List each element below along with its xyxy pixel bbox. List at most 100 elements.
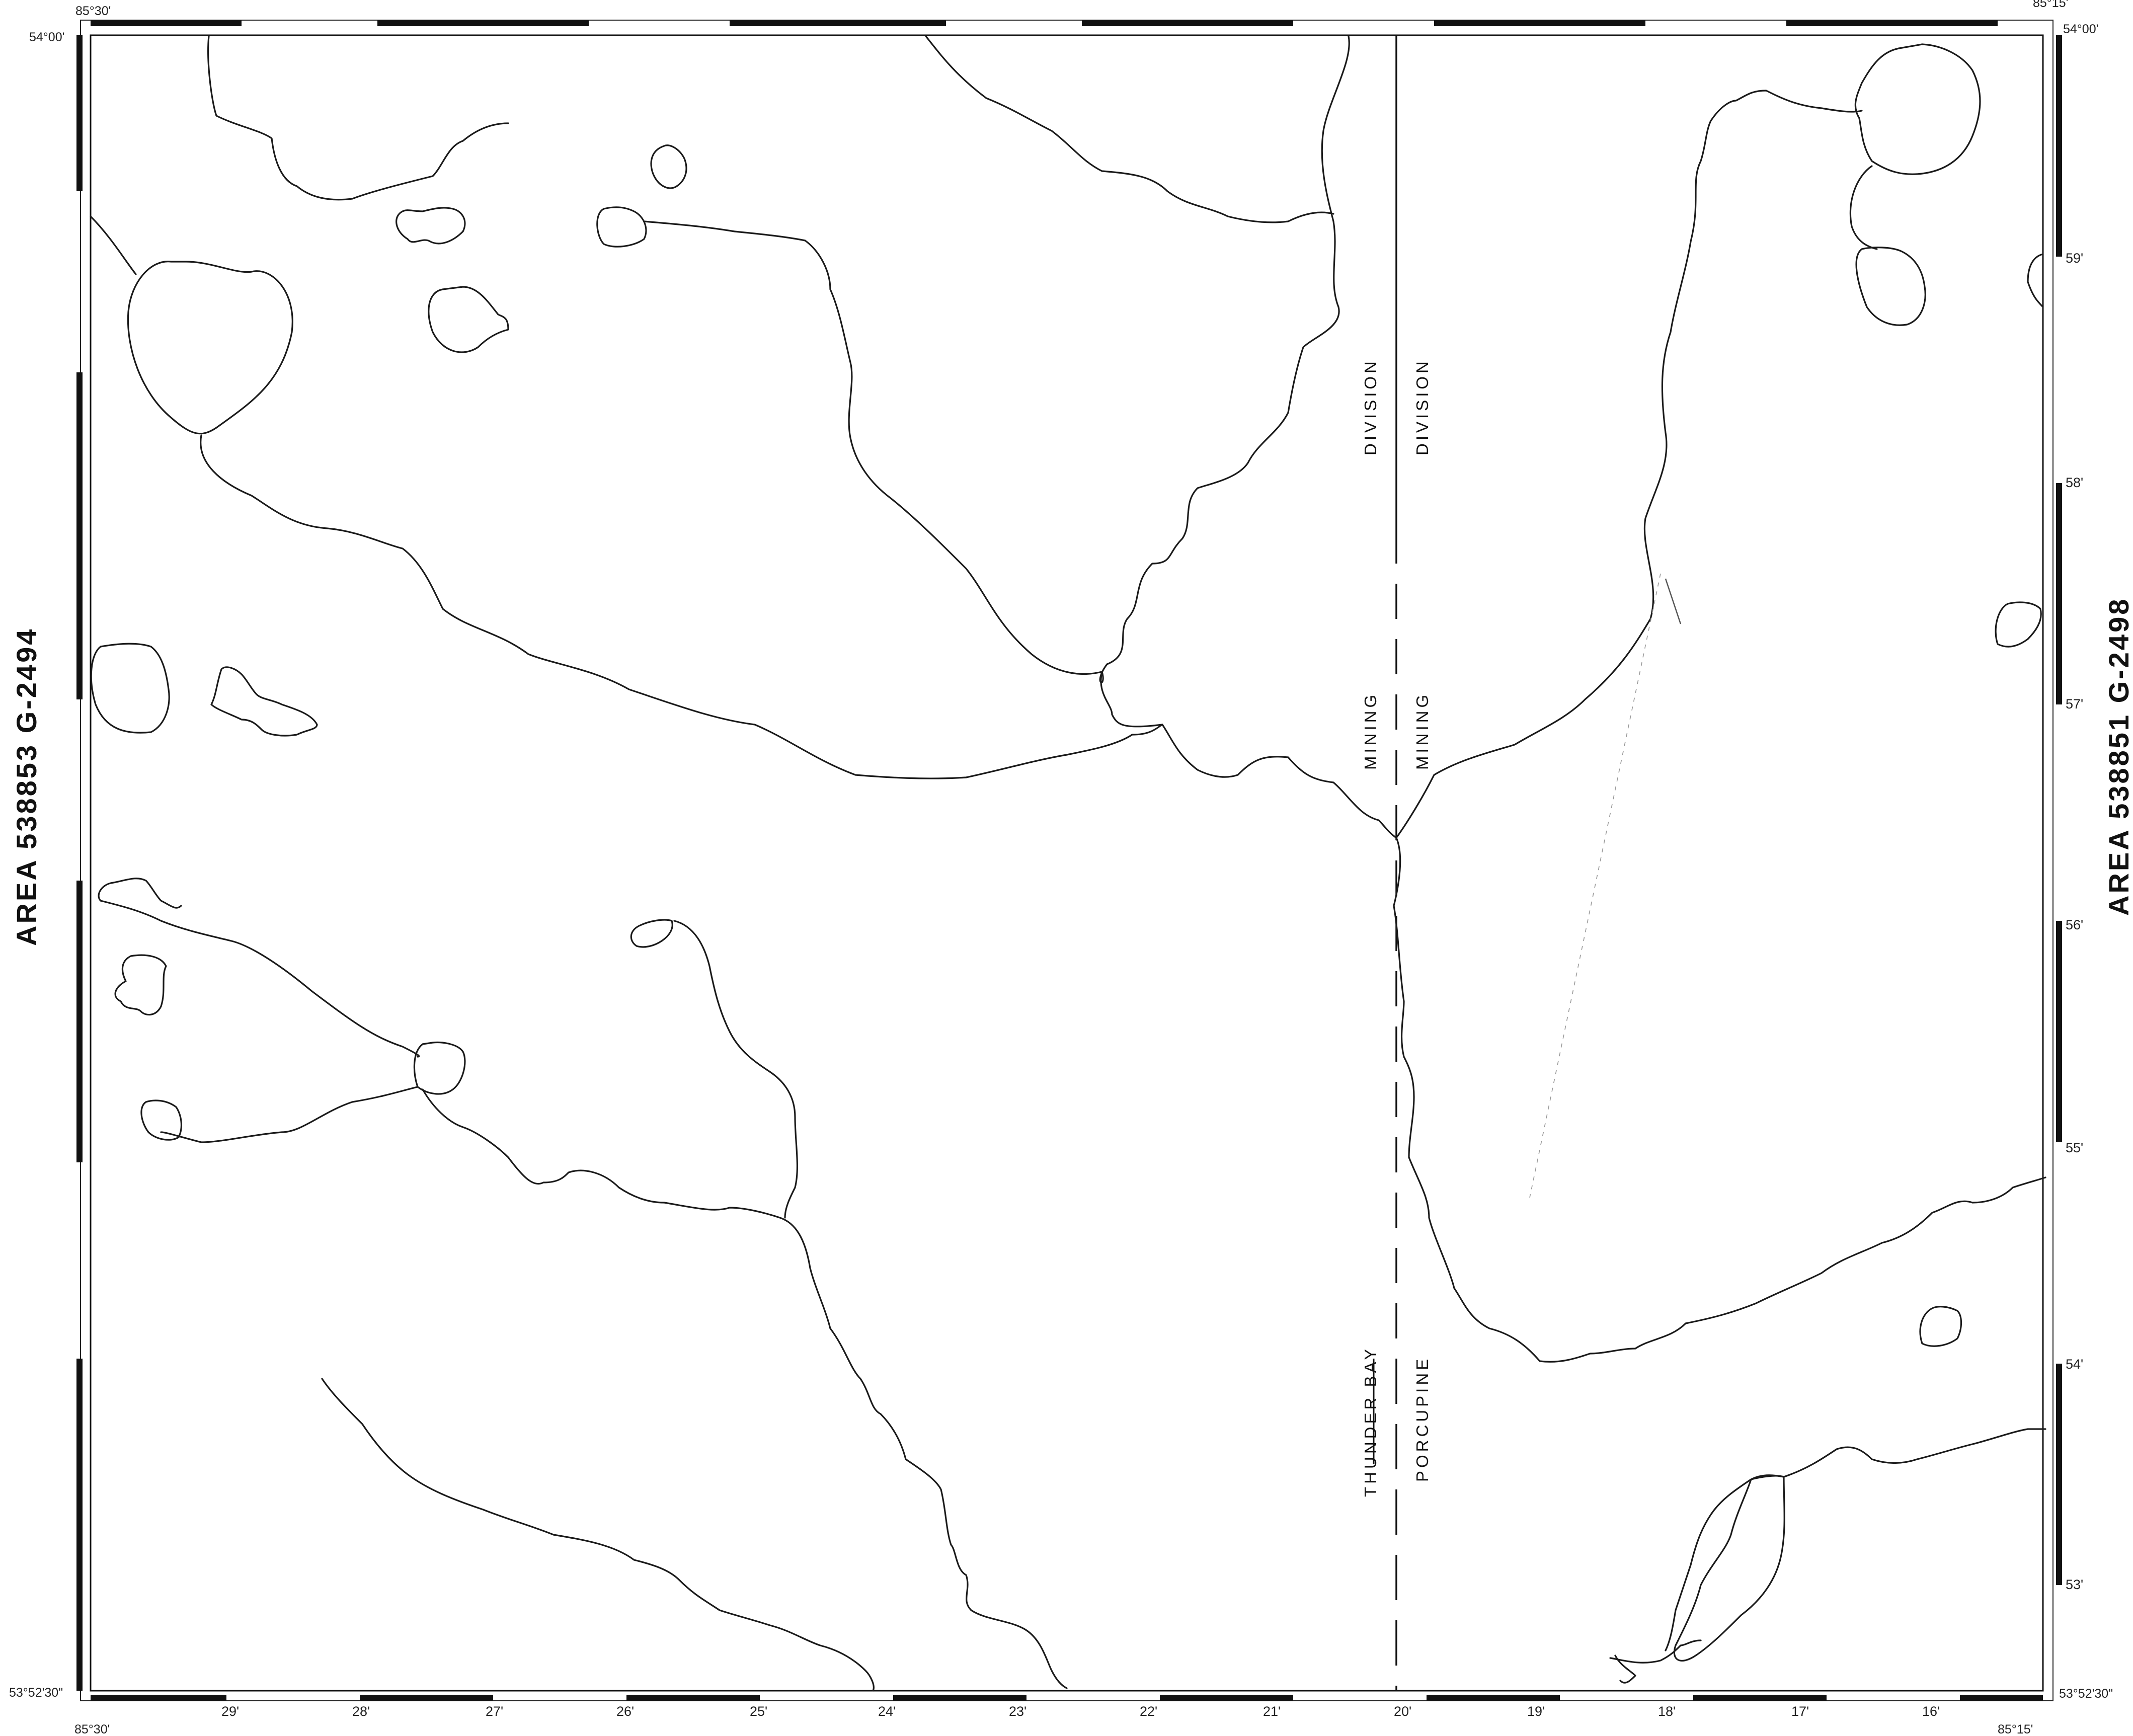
- scale-bar-bottom: [91, 1695, 226, 1701]
- scale-bar-bottom: [893, 1695, 1026, 1701]
- bottom-right-latitude: 53°52'30": [2059, 1687, 2113, 1701]
- lake: [413, 1041, 466, 1095]
- bottom-left-latitude: 53°52'30": [9, 1686, 63, 1700]
- stream: [925, 35, 1334, 223]
- lake: [650, 144, 687, 189]
- lake: [210, 666, 318, 737]
- stream: [1393, 837, 2046, 1363]
- lake: [1854, 43, 1981, 175]
- top-left-longitude: 85°30': [75, 4, 111, 18]
- lake: [98, 878, 182, 909]
- scale-bar-top: [1434, 20, 1645, 26]
- adjacent-area-left: AREA 538853 G-2494: [11, 627, 42, 946]
- lake: [1673, 1475, 1785, 1662]
- bottom-tick-label: 17': [1791, 1704, 1809, 1719]
- scale-bar-left: [76, 1359, 83, 1691]
- lake: [127, 261, 293, 435]
- scale-bar-left: [76, 372, 83, 699]
- bottom-tick-label: 18': [1658, 1704, 1676, 1719]
- scale-bar-top: [377, 20, 589, 26]
- lake: [1614, 1654, 1636, 1684]
- stream: [1395, 90, 1863, 839]
- streams: [90, 35, 2046, 1692]
- bottom-left-longitude: 85°30': [74, 1722, 110, 1736]
- scale-bar-left: [76, 35, 83, 191]
- lake: [428, 286, 509, 353]
- top-left-latitude: 54°00': [29, 30, 64, 44]
- scale-bar-right: [2056, 483, 2062, 704]
- scale-bar-top: [730, 20, 946, 26]
- lake: [1995, 601, 2042, 648]
- bottom-tick-label: 27': [486, 1704, 503, 1719]
- survey-lines: [1529, 573, 1682, 1198]
- neatline: [90, 34, 2044, 1692]
- bottom-right-longitude: 85°15': [1998, 1722, 2033, 1736]
- scale-bar-left: [76, 881, 83, 1162]
- scale-bar-bottom: [1427, 1695, 1560, 1701]
- west-thunder-bay-label: THUNDER BAY: [1361, 1346, 1380, 1497]
- right-tick-label: 57': [2066, 696, 2083, 712]
- scale-bar-bottom: [626, 1695, 760, 1701]
- stream: [160, 1086, 419, 1143]
- scale-bar-right: [2056, 1364, 2062, 1585]
- right-tick-label: 58': [2066, 475, 2083, 490]
- bottom-tick-label: 24': [878, 1704, 896, 1719]
- survey-line: [1665, 578, 1682, 624]
- stream: [1099, 35, 1350, 728]
- bottom-tick-label: 19': [1527, 1704, 1545, 1719]
- east-porcupine-label: PORCUPINE: [1413, 1356, 1432, 1482]
- lake: [396, 207, 466, 245]
- bottom-tick-label: 21': [1263, 1704, 1281, 1719]
- bottom-tick-label: 23': [1009, 1704, 1026, 1719]
- stream: [673, 920, 799, 1219]
- bottom-tick-label: 29': [221, 1704, 239, 1719]
- stream: [422, 1088, 1068, 1689]
- scale-bar-bottom: [360, 1695, 493, 1701]
- lake: [2027, 253, 2044, 308]
- right-tick-labels: 59' 58' 57' 56' 55' 54' 53': [2066, 251, 2083, 1592]
- division-labels: DIVISION MINING THUNDER BAY DIVISION MIN…: [1361, 358, 1432, 1497]
- top-right-longitude: 85°15': [2033, 0, 2068, 10]
- lake: [630, 919, 673, 948]
- bottom-tick-labels: 29' 28' 27' 26' 25' 24' 23' 22' 21' 20' …: [221, 1704, 1940, 1719]
- adjacent-area-right: AREA 538851 G-2498: [2103, 597, 2133, 916]
- stream: [1161, 724, 1397, 839]
- lake: [140, 1099, 182, 1141]
- scale-bar-top: [1082, 20, 1293, 26]
- west-division-label: DIVISION: [1361, 358, 1380, 455]
- lake: [114, 954, 167, 1016]
- right-tick-label: 53': [2066, 1577, 2083, 1592]
- right-tick-label: 59': [2066, 251, 2083, 266]
- right-tick-label: 54': [2066, 1357, 2083, 1372]
- stream: [321, 1378, 875, 1692]
- survey-line: [1529, 573, 1661, 1198]
- scale-bar-bottom: [1960, 1695, 2043, 1701]
- east-division-label: DIVISION: [1413, 358, 1432, 455]
- stream: [200, 434, 1163, 779]
- lake: [596, 206, 647, 248]
- scale-bar-bottom: [1693, 1695, 1827, 1701]
- lake: [90, 643, 170, 734]
- scale-bar-top: [91, 20, 242, 26]
- corner-labels: 85°30' 85°15' 54°00' 54°00' 53°52'30" 53…: [9, 0, 2113, 1736]
- west-mining-label: MINING: [1361, 692, 1380, 770]
- map-frame: [76, 20, 2062, 1701]
- right-tick-label: 56': [2066, 917, 2083, 932]
- lakes: [90, 43, 2044, 1684]
- bottom-tick-label: 20': [1394, 1704, 1411, 1719]
- stream: [100, 900, 420, 1058]
- bottom-tick-label: 25': [750, 1704, 767, 1719]
- bottom-tick-label: 16': [1922, 1704, 1940, 1719]
- scale-bar-bottom: [1160, 1695, 1293, 1701]
- outer-frame-line: [80, 20, 2053, 1701]
- bottom-tick-label: 26': [616, 1704, 634, 1719]
- stream: [1609, 1639, 1702, 1664]
- east-mining-label: MINING: [1413, 692, 1432, 770]
- scale-bar-top: [1786, 20, 1998, 26]
- bottom-tick-label: 22': [1140, 1704, 1157, 1719]
- stream: [643, 220, 1103, 675]
- lake: [1919, 1306, 1962, 1347]
- stream: [1783, 1428, 2046, 1478]
- scale-bar-right: [2056, 35, 2062, 257]
